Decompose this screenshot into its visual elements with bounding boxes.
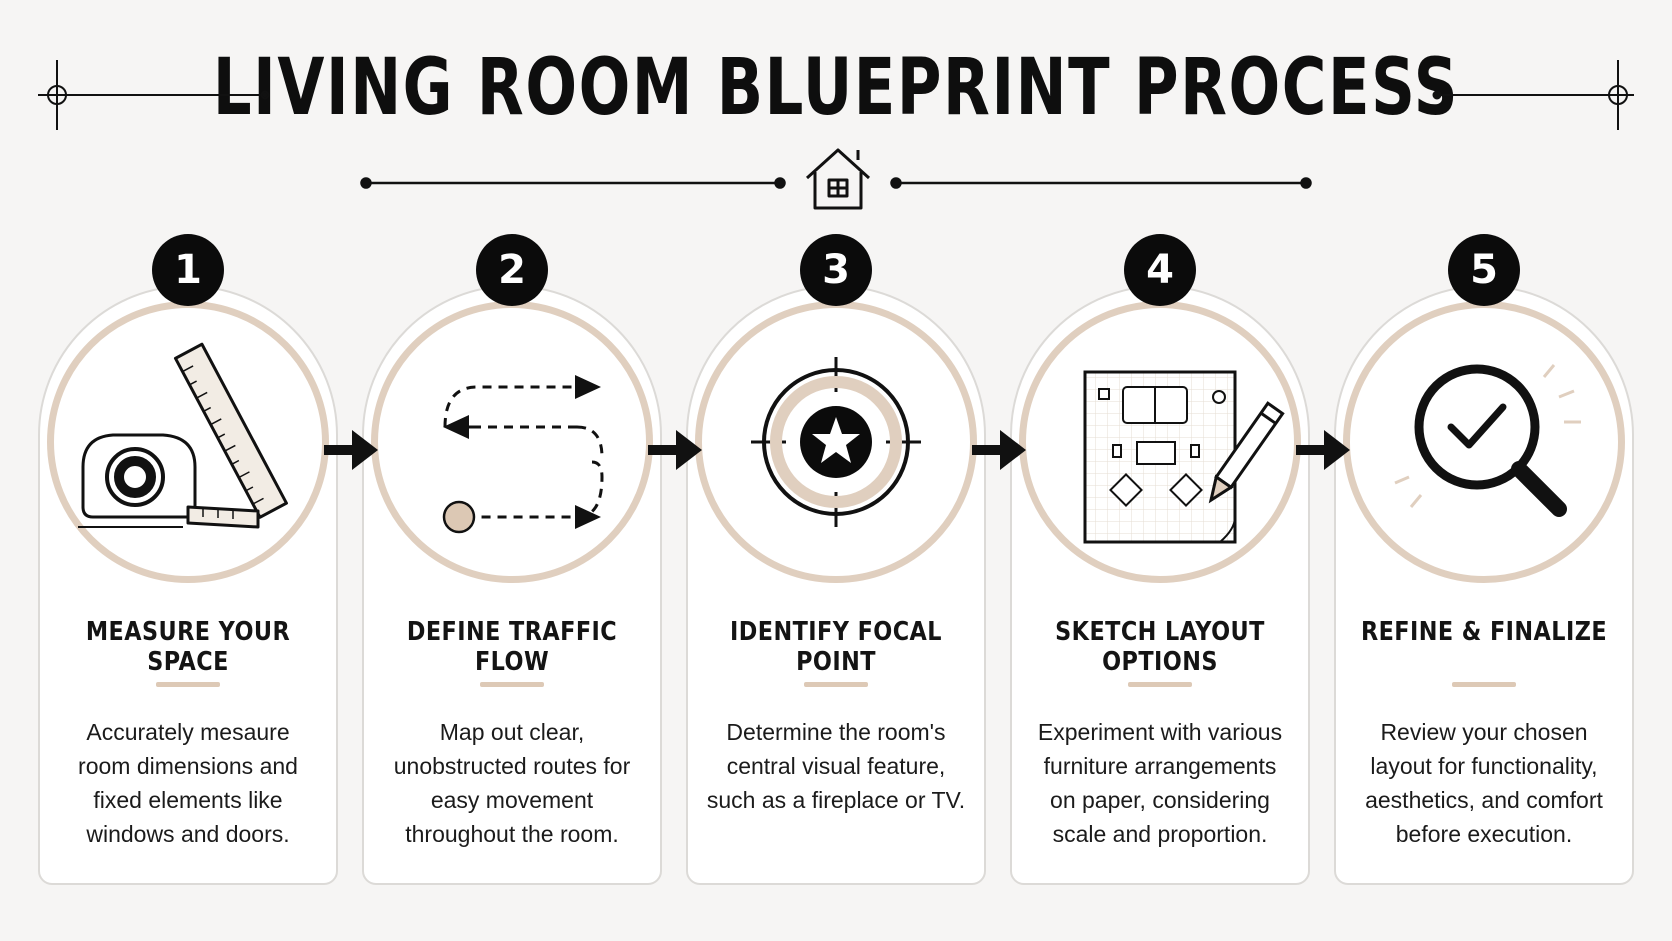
- step-description: Experiment with various furniture arrang…: [1037, 719, 1283, 847]
- arrow-right-icon: [648, 430, 702, 470]
- step-divider: [480, 682, 544, 687]
- floor-plan-pencil-icon: [1035, 317, 1285, 567]
- arrow-right-icon: [324, 430, 378, 470]
- step-divider: [1452, 682, 1516, 687]
- tape-measure-ruler-icon: [63, 317, 313, 567]
- page-title: LIVING ROOM BLUEPRINT PROCESS: [212, 43, 1460, 133]
- header: LIVING ROOM BLUEPRINT PROCESS: [0, 28, 1672, 158]
- step-number-badge: 2: [476, 234, 548, 306]
- magnifier-check-icon: [1359, 317, 1609, 567]
- left-crosshair-icon: [38, 60, 270, 130]
- step-title: IDENTIFY FOCAL POINT: [730, 617, 942, 677]
- step-divider: [156, 682, 220, 687]
- step-number-badge: 3: [800, 234, 872, 306]
- step-card-4: SKETCH LAYOUT OPTIONS Experiment with va…: [1010, 285, 1310, 885]
- step-divider: [1128, 682, 1192, 687]
- step-title: SKETCH LAYOUT OPTIONS: [1055, 617, 1265, 677]
- arrow-right-icon: [1296, 430, 1350, 470]
- step-card-3: IDENTIFY FOCAL POINT Determine the room'…: [686, 285, 986, 885]
- step-description: Map out clear, unobstructed routes for e…: [393, 719, 631, 847]
- subtitle-rule: [360, 177, 1312, 189]
- step-description: Accurately mesaure room dimensions and f…: [78, 719, 298, 847]
- arrow-right-icon: [972, 430, 1026, 470]
- path-arrows-icon: [387, 317, 637, 567]
- step-title: REFINE & FINALIZE: [1360, 617, 1608, 647]
- house-icon: [805, 148, 871, 210]
- right-crosshair-icon: [1432, 60, 1634, 130]
- target-star-icon: [711, 317, 961, 567]
- step-description: Review your chosen layout for functional…: [1365, 719, 1603, 847]
- step-divider: [804, 682, 868, 687]
- step-description: Determine the room's central visual feat…: [706, 719, 966, 813]
- step-card-1: MEASURE YOUR SPACE Accurately mesaure ro…: [38, 285, 338, 885]
- step-number-badge: 5: [1448, 234, 1520, 306]
- step-number-badge: 4: [1124, 234, 1196, 306]
- step-card-2: DEFINE TRAFFIC FLOW Map out clear, unobs…: [362, 285, 662, 885]
- step-title: DEFINE TRAFFIC FLOW: [406, 617, 618, 677]
- step-title: MEASURE YOUR SPACE: [85, 617, 291, 677]
- step-number-badge: 1: [152, 234, 224, 306]
- step-card-5: REFINE & FINALIZE Review your chosen lay…: [1334, 285, 1634, 885]
